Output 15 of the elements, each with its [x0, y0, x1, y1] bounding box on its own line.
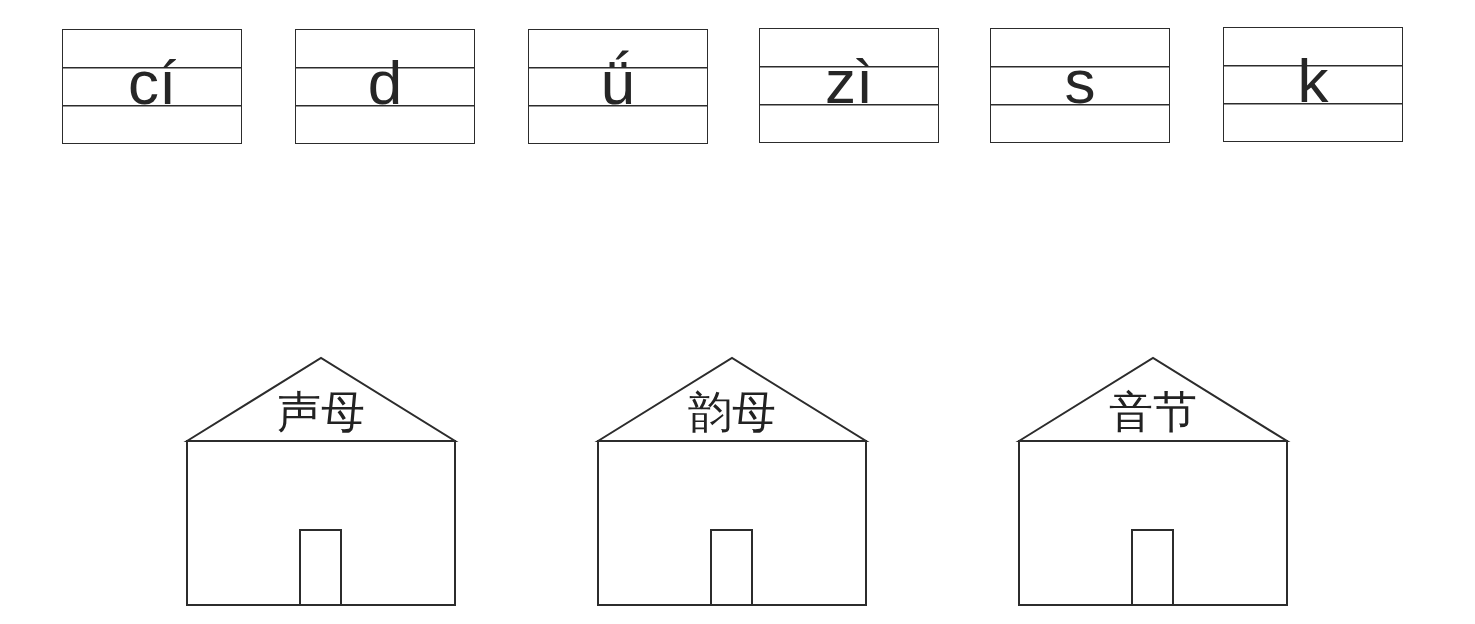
four-line-grid-box	[759, 28, 939, 143]
roof-label: 音节	[1109, 391, 1197, 435]
pinyin-syllable: cí	[127, 52, 177, 114]
roof-label: 声母	[277, 391, 365, 435]
four-line-grid-box	[62, 29, 242, 144]
four-line-grid-box	[990, 28, 1170, 143]
four-line-grid-box	[528, 29, 708, 144]
four-line-grid-box	[295, 29, 475, 144]
four-line-grid-box	[1223, 27, 1403, 142]
pinyin-syllable: ǘ	[600, 52, 636, 114]
pinyin-syllable: zì	[824, 51, 874, 113]
pinyin-syllable: k	[1297, 50, 1329, 112]
pinyin-syllable: d	[367, 52, 403, 114]
pinyin-syllable: s	[1064, 51, 1096, 113]
roof-label: 韵母	[688, 391, 776, 435]
